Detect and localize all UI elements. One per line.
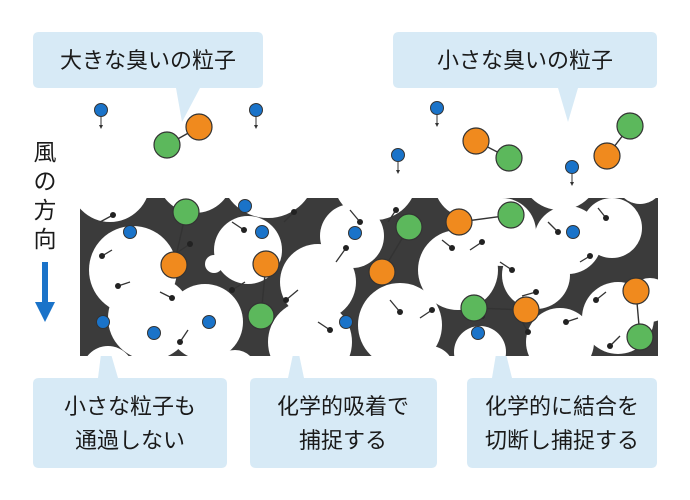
small-particle <box>123 225 137 239</box>
orange-particle <box>252 250 280 278</box>
callout-chem-bond: 化学的に結合を 切断し捕捉する <box>467 330 657 468</box>
orange-particle <box>185 113 213 141</box>
small-particle <box>255 225 269 239</box>
green-particle <box>495 144 523 172</box>
small-particle <box>348 226 362 240</box>
callout-small-particle: 小さな臭いの粒子 <box>393 32 657 122</box>
green-particle <box>460 294 488 322</box>
falling-small-particles <box>94 101 579 186</box>
label-small-pass-1: 小さな粒子も <box>64 395 196 420</box>
small-particle <box>202 315 216 329</box>
orange-particle <box>462 127 490 155</box>
green-particle <box>153 131 181 159</box>
wind-char-4: 向 <box>34 227 57 253</box>
trapped-small-particles <box>96 199 580 340</box>
orange-particles <box>160 113 650 324</box>
small-particle <box>565 160 579 174</box>
filter-cross-section <box>80 198 658 356</box>
label-small-particle: 小さな臭いの粒子 <box>437 49 613 74</box>
label-large-particle: 大きな臭いの粒子 <box>60 49 236 74</box>
small-particle <box>430 101 444 115</box>
small-particle <box>339 315 353 329</box>
orange-particle <box>622 277 650 305</box>
wind-char-2: の <box>34 169 57 195</box>
label-chem-adsorb-2: 捕捉する <box>299 429 387 454</box>
wind-char-1: 風 <box>34 140 57 166</box>
small-particle <box>238 199 252 213</box>
functional-group-dots <box>99 207 613 349</box>
label-chem-bond-2: 切断し捕捉する <box>485 429 639 454</box>
orange-particle <box>445 208 473 236</box>
wind-arrow-icon <box>35 262 55 322</box>
small-particle <box>94 103 108 117</box>
small-particle <box>471 326 485 340</box>
small-particle <box>96 315 110 329</box>
small-particle <box>249 103 263 117</box>
green-particle <box>616 112 644 140</box>
orange-particle <box>160 251 188 279</box>
label-chem-bond-1: 化学的に結合を <box>485 395 639 420</box>
green-particle <box>395 213 423 241</box>
orange-particle <box>593 142 621 170</box>
callout-chem-adsorb: 化学的吸着で 捕捉する <box>250 340 437 468</box>
callout-small-pass: 小さな粒子も 通過しない <box>33 330 227 468</box>
small-particle <box>391 148 405 162</box>
green-particle <box>247 302 275 330</box>
orange-particle <box>512 296 540 324</box>
green-particle <box>497 201 525 229</box>
wind-direction: 風 の 方 向 <box>34 140 57 322</box>
green-particle <box>172 198 200 226</box>
orange-particle <box>368 258 396 286</box>
callout-large-particle: 大きな臭いの粒子 <box>33 32 263 122</box>
label-small-pass-2: 通過しない <box>75 429 185 454</box>
small-particle <box>147 326 161 340</box>
wind-char-3: 方 <box>34 198 57 224</box>
green-particle <box>626 323 654 351</box>
small-particle <box>566 225 580 239</box>
green-particles <box>153 112 654 351</box>
label-chem-adsorb-1: 化学的吸着で <box>277 395 409 420</box>
